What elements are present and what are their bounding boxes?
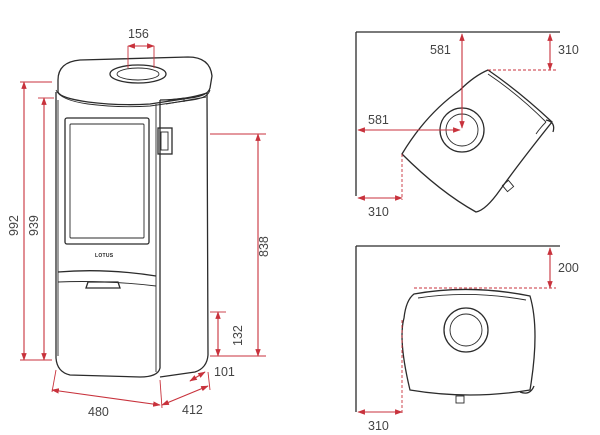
corner-flue-offset-left: 581	[368, 113, 389, 127]
corner-plan-view: 581 581 310 310	[355, 31, 579, 219]
brand-label: LOTUS	[95, 253, 114, 259]
stove-top-cap	[57, 56, 213, 106]
stove-plan-wall	[401, 288, 536, 396]
air-inlet-offset-dimension: 101	[189, 365, 235, 382]
corner-flue-offset-top: 581	[430, 43, 451, 57]
rear-outlet-height-dimension: 838	[210, 133, 271, 357]
depth-value: 412	[182, 403, 203, 417]
stove-front-face	[55, 92, 161, 378]
stove-plan-corner	[401, 69, 553, 213]
stove-side-face	[159, 92, 209, 378]
wall-side-clearance: 310	[368, 419, 389, 433]
air-inlet-height-dimension: 132	[210, 311, 245, 357]
flue-outlet	[109, 64, 167, 84]
door-handle	[157, 127, 173, 155]
flue-height-dimension: 939	[27, 97, 54, 361]
corner-clearance-right: 310	[558, 43, 579, 57]
stove-front-view: LOTUS	[55, 56, 213, 378]
corner-walls	[355, 31, 560, 196]
ash-drawer-handle	[85, 281, 121, 289]
flue-diameter-value: 156	[128, 27, 149, 41]
wall-plan-view: 200 310	[355, 245, 579, 433]
total-height-value: 992	[7, 215, 21, 236]
rear-outlet-height-value: 838	[257, 236, 271, 257]
air-inlet-offset-value: 101	[214, 365, 235, 379]
flue-plan-wall	[443, 307, 489, 353]
width-value: 480	[88, 405, 109, 419]
wall-rear-clearance: 200	[558, 261, 579, 275]
corner-clearance-bottom: 310	[368, 205, 389, 219]
stove-glass-door	[64, 117, 150, 245]
depth-dimension: 412	[161, 371, 211, 417]
air-inlet-height-value: 132	[231, 325, 245, 346]
flue-diameter-dimension: 156	[127, 27, 155, 68]
rear-side-walls	[355, 245, 560, 412]
flue-height-value: 939	[27, 215, 41, 236]
